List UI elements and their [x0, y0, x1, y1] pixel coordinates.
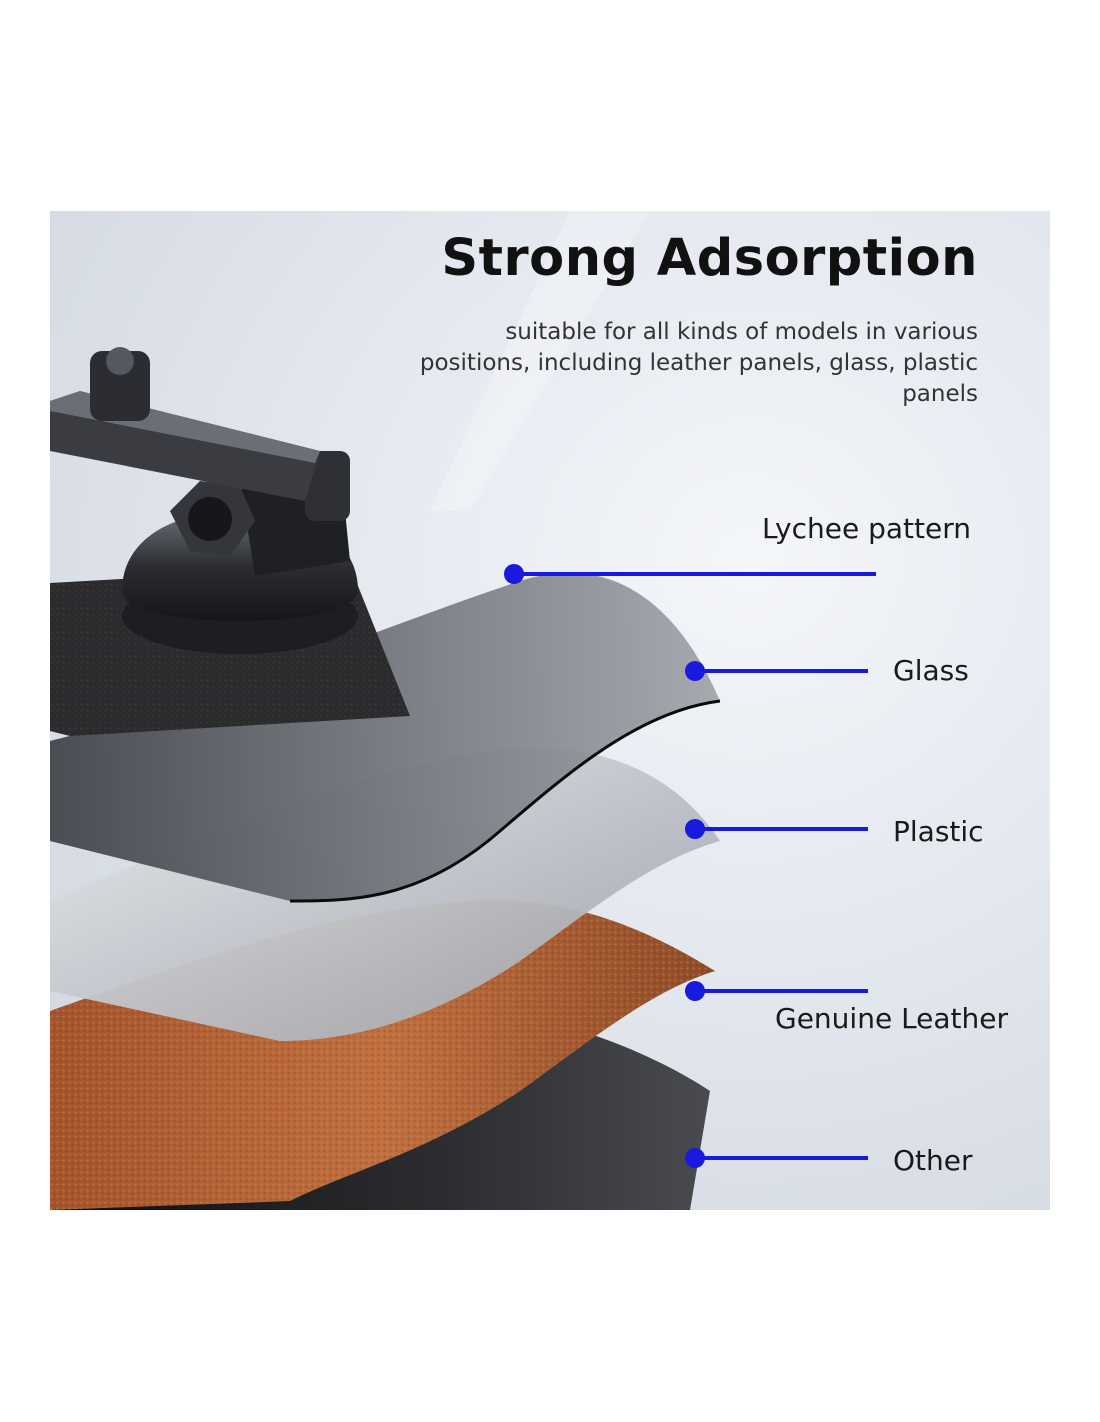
- callout-label-other: Other: [893, 1144, 973, 1177]
- headline: Strong Adsorption: [441, 229, 978, 288]
- callout-label-glass: Glass: [893, 654, 969, 687]
- callout-label-lychee-pattern: Lychee pattern: [762, 512, 971, 545]
- product-illustration: [50, 211, 721, 1210]
- glass-layer: [50, 572, 720, 901]
- callout-line-plastic: [695, 827, 868, 831]
- callout-label-plastic: Plastic: [893, 815, 984, 848]
- callout-line-other: [695, 1156, 868, 1160]
- callout-label-genuine-leather: Genuine Leather: [775, 1002, 1009, 1035]
- plastic-layer: [50, 748, 720, 1041]
- description: suitable for all kinds of models in vari…: [419, 319, 978, 407]
- callout-line-lychee-pattern: [514, 572, 876, 576]
- product-panel: Strong Adsorption suitable for all kinds…: [50, 211, 1050, 1210]
- callout-line-genuine-leather: [695, 989, 868, 993]
- callout-line-glass: [695, 669, 868, 673]
